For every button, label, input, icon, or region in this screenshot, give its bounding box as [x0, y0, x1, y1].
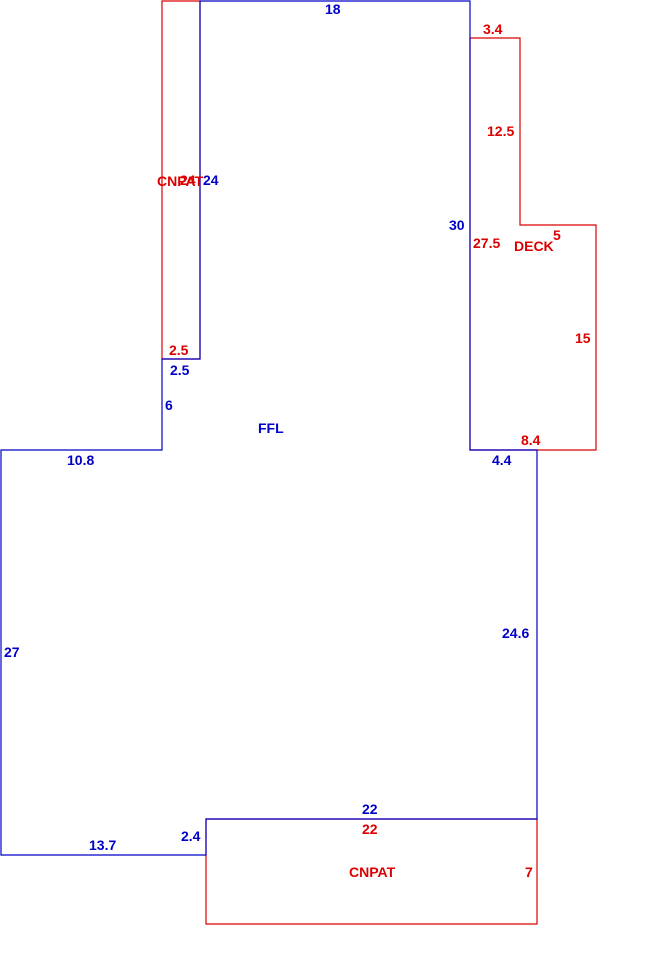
main-strip-height-dimension: 24: [203, 172, 219, 188]
main-left-step-dimension: 10.8: [67, 452, 94, 468]
main-right-upper-dimension: 30: [449, 217, 465, 233]
main-right-step-dimension: 4.4: [492, 452, 512, 468]
main-notch-height-dimension: 2.4: [181, 828, 201, 844]
main-right-lower-dimension: 24.6: [502, 625, 529, 641]
deck-top-dimension: 3.4: [483, 21, 503, 37]
deck-step-dimension: 5: [553, 227, 561, 243]
carport-bottom-height-dimension: 7: [525, 864, 533, 880]
carport-left-width-dimension: 2.5: [169, 342, 189, 358]
main-top-dimension: 18: [325, 1, 341, 17]
main-area-label: FFL: [258, 420, 284, 436]
main-left-dimension: 27: [4, 644, 20, 660]
deck-area-label: DECK: [514, 238, 554, 254]
carport-left-area-label: CNPAT: [157, 173, 204, 189]
deck-inner-height-dimension: 27.5: [473, 235, 500, 251]
deck-bottom-dimension: 8.4: [521, 432, 541, 448]
carport-left-height-dimension: 24: [180, 172, 196, 188]
carport-bottom-area-label: CNPAT: [349, 864, 396, 880]
main-inner-step-dimension: 2.5: [170, 362, 190, 378]
main-floor-outline: [0, 0, 538, 856]
main-bottom-left-dimension: 13.7: [89, 837, 116, 853]
deck-upper-height-dimension: 12.5: [487, 123, 514, 139]
carport-bottom-top-dimension: 22: [362, 821, 378, 837]
main-inner-vertical-dimension: 6: [165, 397, 173, 413]
deck-lower-height-dimension: 15: [575, 330, 591, 346]
main-bottom-notch-dimension: 22: [362, 801, 378, 817]
